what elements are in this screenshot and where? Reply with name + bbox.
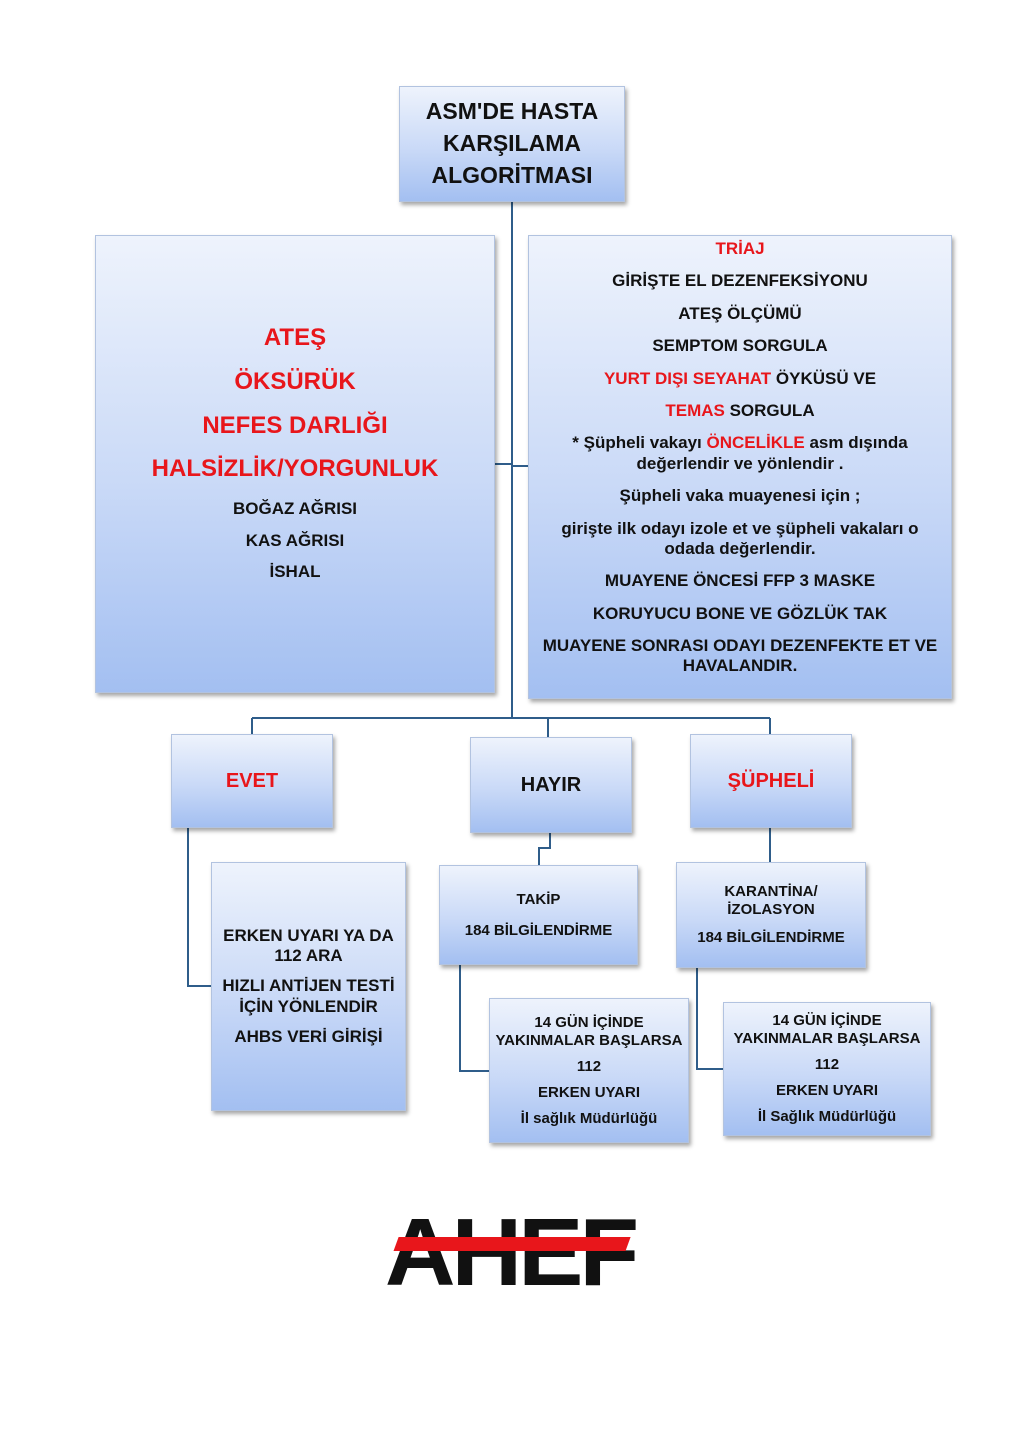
triage-travel-history: YURT DIŞI SEYAHAT ÖYKÜSÜ VE xyxy=(604,369,876,389)
symptom-fatigue: HALSİZLİK/YORGUNLUK xyxy=(151,455,439,483)
hayir-action-line-2: 184 BİLGİLENDİRME xyxy=(464,921,613,939)
evet-action-line-2: HIZLI ANTİJEN TESTİ İÇİN YÖNLENDİR xyxy=(222,976,395,1016)
supheli-followup-line-2: 112 xyxy=(814,1056,840,1073)
title-line-2: KARŞILAMA xyxy=(443,130,581,157)
connector-supheli-followup xyxy=(696,968,723,1070)
branch-evet-label: EVET xyxy=(225,770,279,792)
symptom-dyspnea: NEFES DARLIĞI xyxy=(202,411,388,439)
hayir-followup-line-1: 14 GÜN İÇİNDE YAKINMALAR BAŞLARSA xyxy=(495,1013,683,1049)
connector-hayir-followup xyxy=(459,965,489,1072)
supheli-action-line-1: KARANTİNA/ İZOLASYON xyxy=(724,883,818,918)
triage-protective: KORUYUCU BONE VE GÖZLÜK TAK xyxy=(592,603,888,623)
symptom-muscle-pain: KAS AĞRISI xyxy=(245,530,345,550)
suspect-pre: * Şüpheli vakayı xyxy=(572,433,707,453)
connector-hayir xyxy=(512,717,549,737)
hayir-action-line-1: TAKİP xyxy=(516,890,561,908)
supheli-followup-box: 14 GÜN İÇİNDE YAKINMALAR BAŞLARSA 112 ER… xyxy=(723,1002,931,1136)
supheli-followup-line-3: ERKEN UYARI xyxy=(776,1082,878,1099)
suspect-post: asm dışında değerlendir ve yönlendir . xyxy=(636,433,908,473)
symptoms-box: ATEŞ ÖKSÜRÜK NEFES DARLIĞI HALSİZLİK/YOR… xyxy=(95,235,495,693)
branch-supheli-label: ŞÜPHELİ xyxy=(727,770,815,792)
title-box: ASM'DE HASTA KARŞILAMA ALGORİTMASI xyxy=(399,86,625,202)
title-line-1: ASM'DE HASTA xyxy=(425,98,599,125)
supheli-followup-line-1: 14 GÜN İÇİNDE YAKINMALAR BAŞLARSA xyxy=(733,1012,921,1047)
title-line-3: ALGORİTMASI xyxy=(431,161,593,188)
triage-isolate-note: girişte ilk odayı izole et ve şüpheli va… xyxy=(561,518,919,558)
triage-suspect-note: * Şüpheli vakayı ÖNCELİKLE asm dışında d… xyxy=(529,433,951,474)
symptom-diarrhea: İSHAL xyxy=(269,561,321,581)
triage-exam-note: Şüpheli vaka muayenesi için ; xyxy=(619,486,861,506)
symptom-cough: ÖKSÜRÜK xyxy=(234,367,356,395)
suspect-highlight: ÖNCELİKLE xyxy=(706,433,805,453)
evet-action-box: ERKEN UYARI YA DA 112 ARA HIZLI ANTİJEN … xyxy=(211,862,406,1111)
triage-box: TRİAJ GİRİŞTE EL DEZENFEKSİYONU ATEŞ ÖLÇ… xyxy=(528,235,952,699)
supheli-action-line-2: 184 BİLGİLENDİRME xyxy=(697,929,845,946)
symptom-sore-throat: BOĞAZ AĞRISI xyxy=(232,499,358,519)
triage-heading: TRİAJ xyxy=(715,239,765,258)
ahef-logo: AHEF xyxy=(380,1170,640,1320)
supheli-action-box: KARANTİNA/ İZOLASYON 184 BİLGİLENDİRME xyxy=(676,862,866,968)
supheli-followup-line-4: İl Sağlık Müdürlüğü xyxy=(757,1108,897,1125)
ahef-logo-text: AHEF xyxy=(385,1198,636,1306)
evet-action-line-3: AHBS VERİ GİRİŞİ xyxy=(234,1027,383,1047)
hayir-followup-box: 14 GÜN İÇİNDE YAKINMALAR BAŞLARSA 112 ER… xyxy=(489,998,689,1143)
connector-evet-action xyxy=(187,828,211,987)
travel-rest: ÖYKÜSÜ VE xyxy=(771,368,877,388)
triage-fever-measure: ATEŞ ÖLÇÜMÜ xyxy=(678,303,802,323)
logo-red-stripe xyxy=(393,1237,631,1251)
contact-rest: SORGULA xyxy=(724,400,815,420)
hayir-action-box: TAKİP 184 BİLGİLENDİRME xyxy=(439,865,638,965)
hayir-followup-line-3: ERKEN UYARI xyxy=(538,1083,640,1101)
triage-symptom-query: SEMPTOM SORGULA xyxy=(652,336,828,356)
branch-hayir: HAYIR xyxy=(470,737,632,833)
triage-contact-query: TEMAS SORGULA xyxy=(665,401,814,421)
hayir-followup-line-4: İl sağlık Müdürlüğü xyxy=(520,1109,658,1127)
triage-after-exam: MUAYENE SONRASI ODAYI DEZENFEKTE ET VE H… xyxy=(542,636,938,676)
contact-highlight: TEMAS xyxy=(665,400,725,420)
triage-mask: MUAYENE ÖNCESİ FFP 3 MASKE xyxy=(604,571,876,591)
travel-highlight: YURT DIŞI SEYAHAT xyxy=(603,368,772,388)
triage-hand-disinfection: GİRİŞTE EL DEZENFEKSİYONU xyxy=(612,271,868,291)
connector-hayir-action xyxy=(538,833,551,865)
hayir-followup-line-2: 112 xyxy=(576,1057,602,1075)
symptom-fever: ATEŞ xyxy=(263,324,327,351)
branch-evet: EVET xyxy=(171,734,333,828)
branch-hayir-label: HAYIR xyxy=(520,774,582,796)
branch-supheli: ŞÜPHELİ xyxy=(690,734,852,828)
evet-action-line-1: ERKEN UYARI YA DA 112 ARA xyxy=(223,925,394,965)
